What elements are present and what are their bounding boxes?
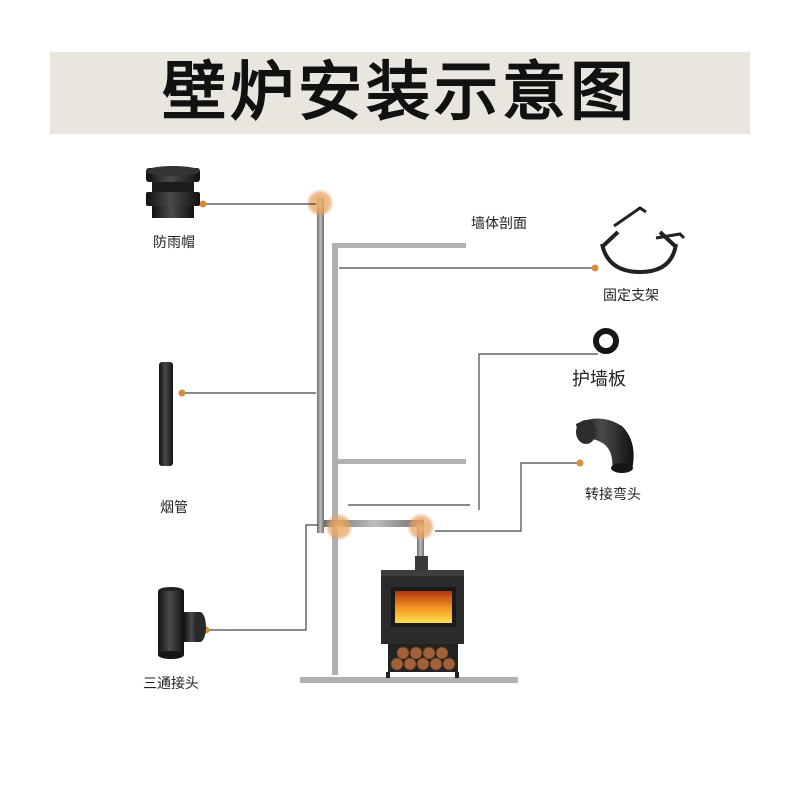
chimney-pipe-label: 烟管 (160, 500, 188, 516)
wall-section-label: 墙体剖面 (471, 216, 527, 232)
wood-stove-icon (381, 556, 464, 678)
fixed-bracket-label: 固定支架 (603, 288, 659, 304)
rain-cap-icon (146, 166, 200, 218)
wall-section (300, 243, 518, 683)
joint-top-glow (306, 189, 334, 217)
rain-cap-label: 防雨帽 (153, 235, 195, 251)
page-title: 壁炉安装示意图 (162, 56, 638, 130)
title-bar: 壁炉安装示意图 (50, 52, 750, 134)
tee-joint-label: 三通接头 (143, 676, 199, 692)
chimney-pipe-run (317, 198, 424, 573)
leader-lines (182, 203, 598, 631)
connector-dots (178, 200, 599, 634)
fixed-bracket-icon (600, 206, 686, 275)
tee-joint-icon (158, 587, 206, 659)
joint-tee-glow (325, 513, 353, 541)
wall-plate-label: 护墙板 (572, 369, 626, 390)
wall-plate-icon (593, 328, 619, 354)
elbow-label: 转接弯头 (585, 487, 641, 503)
joint-elbow-glow (407, 513, 435, 541)
chimney-pipe-icon (159, 362, 173, 466)
elbow-icon (576, 418, 634, 473)
